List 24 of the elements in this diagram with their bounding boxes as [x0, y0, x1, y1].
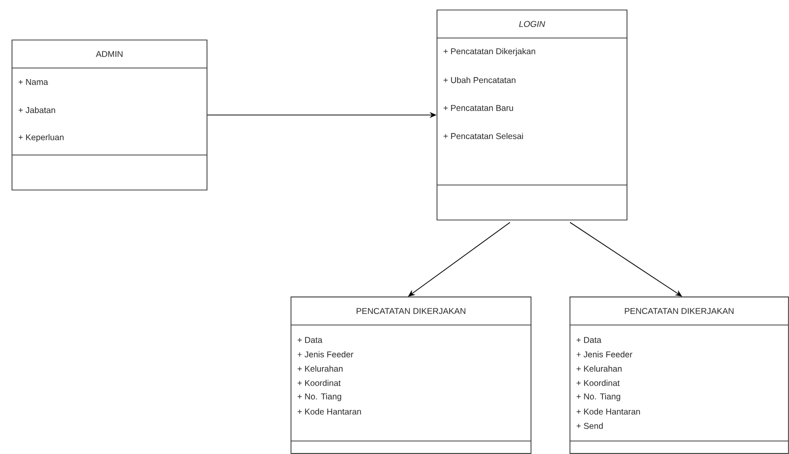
attribute-text: + Pencatatan Dikerjakan	[444, 48, 536, 56]
class-name: ADMIN	[96, 51, 122, 57]
attribute-text: + Koordinat	[298, 380, 341, 386]
attribute-text: + Koordinat	[576, 380, 620, 386]
attribute-text: + Jabatan	[18, 106, 56, 114]
attribute-text: + Kode Hantaran	[298, 408, 361, 415]
attribute-text: + No. Tiang	[298, 393, 342, 402]
attribute-text: + Jenis Feeder	[576, 351, 632, 358]
attribute-text: + Send	[576, 422, 603, 429]
class-name: PENCATATAN DIKERJAKAN	[356, 308, 466, 314]
attribute-text: + Data	[576, 337, 602, 343]
attribute-text: + Keperluan	[18, 134, 64, 142]
attribute-text: + Kode Hantaran	[576, 408, 640, 415]
attribute-text: + Pencatatan Baru	[444, 105, 513, 111]
attribute-text: + No. Tiang	[576, 393, 620, 402]
attribute-text: + Kelurahan	[576, 365, 622, 372]
class-name: PENCATATAN DIKERJAKAN	[624, 308, 734, 314]
attribute-text: + Kelurahan	[298, 365, 343, 372]
class-name: LOGIN	[519, 21, 546, 27]
attribute-text: + Data	[298, 337, 322, 343]
attribute-text: + Nama	[18, 79, 48, 85]
attribute-text: + Pencatatan Selesai	[444, 132, 523, 140]
attribute-text: + Ubah Pencatatan	[444, 76, 516, 84]
attribute-text: + Jenis Feeder	[298, 351, 354, 358]
